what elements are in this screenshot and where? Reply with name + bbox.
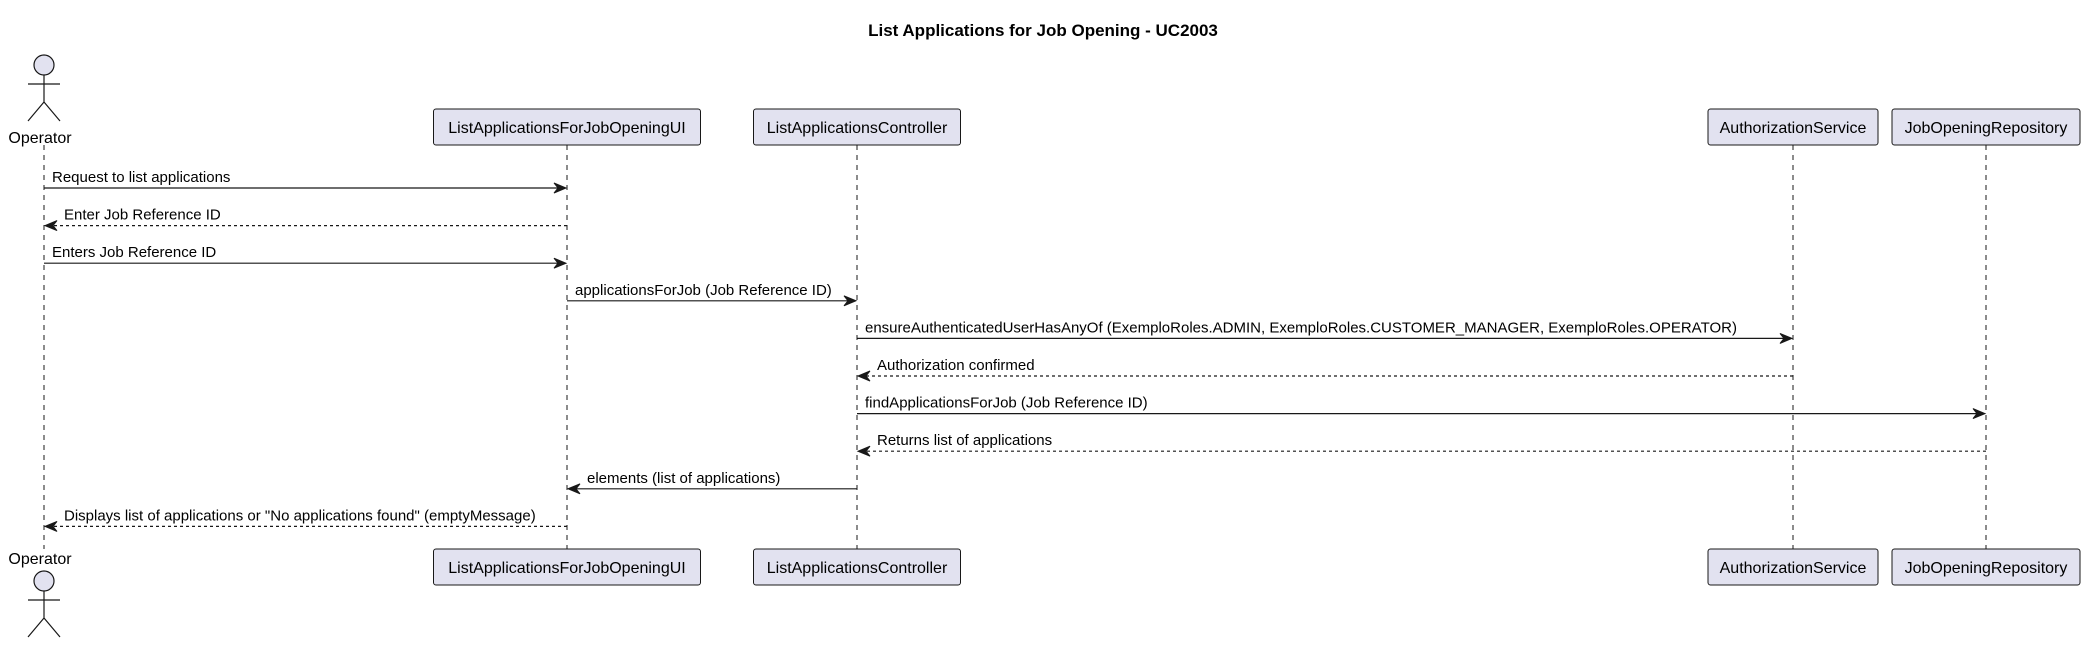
arrowhead-icon [856, 445, 871, 457]
arrowhead-icon [1972, 408, 1987, 420]
participant-label: JobOpeningRepository [1905, 120, 2068, 137]
message-10: Displays list of applications or "No app… [43, 507, 567, 532]
participant-box [1891, 108, 2081, 146]
actor-bottom: Operator [8, 551, 72, 638]
message-5: ensureAuthenticatedUserHasAnyOf (Exemplo… [857, 319, 1794, 344]
message-label: Returns list of applications [877, 432, 1052, 449]
actor-head-icon [33, 54, 55, 76]
participant-label: ListApplicationsForJobOpeningUI [448, 560, 685, 577]
actor-label: Operator [8, 130, 72, 147]
participant-box [1891, 548, 2081, 586]
message-label: applicationsForJob (Job Reference ID) [575, 282, 832, 299]
participant-label: ListApplicationsController [767, 120, 948, 137]
arrowhead-icon [43, 220, 58, 232]
message-3: Enters Job Reference ID [44, 244, 568, 269]
participant-label: AuthorizationService [1720, 120, 1867, 137]
participant-label: ListApplicationsForJobOpeningUI [448, 120, 685, 137]
arrowhead-icon [843, 295, 858, 307]
arrowhead-icon [553, 257, 568, 269]
diagram-title: List Applications for Job Opening - UC20… [868, 21, 1218, 40]
participant-label: JobOpeningRepository [1905, 560, 2068, 577]
participant-repo-top: JobOpeningRepository [1891, 108, 2081, 146]
actor-label: Operator [8, 551, 72, 568]
lifelines [43, 145, 1987, 549]
arrowhead-icon [553, 182, 568, 194]
message-label: ensureAuthenticatedUserHasAnyOf (Exemplo… [865, 319, 1737, 336]
message-7: findApplicationsForJob (Job Reference ID… [857, 395, 1987, 420]
message-label: Authorization confirmed [877, 357, 1035, 374]
actor-figure-icon [27, 75, 61, 122]
actor-top: Operator [8, 54, 72, 147]
message-label: findApplicationsForJob (Job Reference ID… [865, 395, 1148, 412]
participant-label: AuthorizationService [1720, 560, 1867, 577]
participant-repo-bottom: JobOpeningRepository [1891, 548, 2081, 586]
message-1: Request to list applications [44, 169, 568, 194]
message-9: elements (list of applications) [566, 470, 857, 495]
participant-auth-top: AuthorizationService [1707, 108, 1879, 146]
message-label: Displays list of applications or "No app… [64, 507, 536, 524]
participant-auth-bottom: AuthorizationService [1707, 548, 1879, 586]
arrowhead-icon [1779, 332, 1794, 344]
message-label: Request to list applications [52, 169, 230, 186]
message-label: elements (list of applications) [587, 470, 780, 487]
message-4: applicationsForJob (Job Reference ID) [567, 282, 858, 307]
actor-figure-icon [27, 591, 61, 638]
message-6: Authorization confirmed [856, 357, 1793, 382]
actor-head-icon [33, 570, 55, 592]
participant-controller-top: ListApplicationsController [753, 108, 961, 146]
participant-ui-top: ListApplicationsForJobOpeningUI [433, 108, 701, 146]
message-label: Enter Job Reference ID [64, 207, 221, 224]
participant-box [753, 548, 961, 586]
participant-box [1707, 108, 1879, 146]
message-2: Enter Job Reference ID [43, 207, 567, 232]
arrowhead-icon [43, 520, 58, 532]
arrowhead-icon [856, 370, 871, 382]
participant-ui-bottom: ListApplicationsForJobOpeningUI [433, 548, 701, 586]
participant-label: ListApplicationsController [767, 560, 948, 577]
participant-box [753, 108, 961, 146]
arrowhead-icon [566, 483, 581, 495]
participant-box [433, 548, 701, 586]
participant-controller-bottom: ListApplicationsController [753, 548, 961, 586]
participant-box [1707, 548, 1879, 586]
message-8: Returns list of applications [856, 432, 1986, 457]
message-label: Enters Job Reference ID [52, 244, 216, 261]
participants-top: Operator ListApplicationsForJobOpeningUI L… [8, 54, 2081, 147]
participant-box [433, 108, 701, 146]
